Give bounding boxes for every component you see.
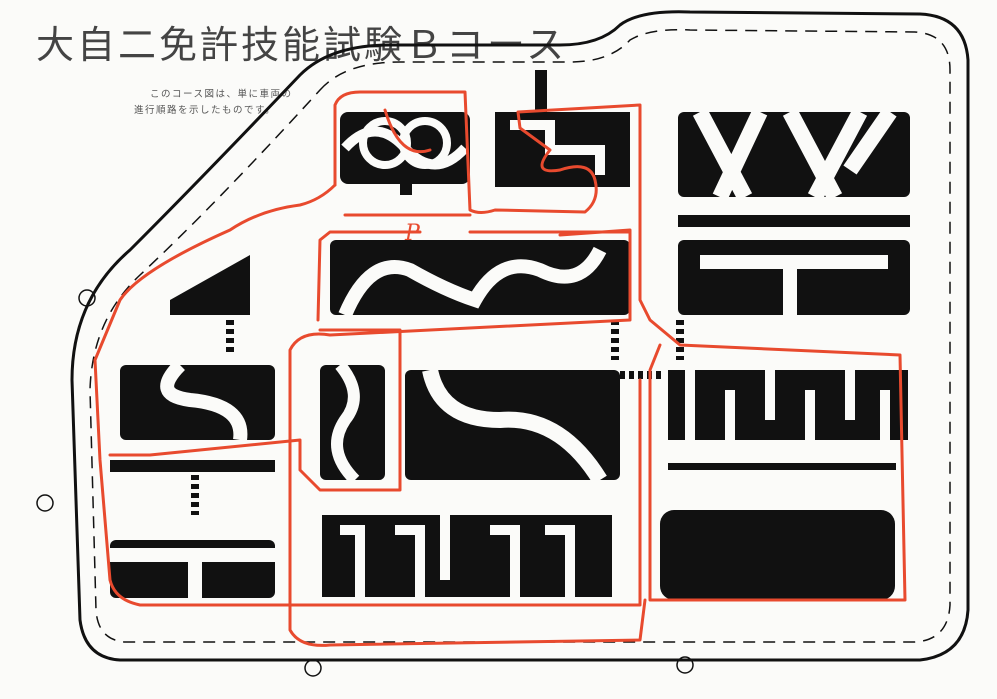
bottom-right-block (660, 510, 895, 600)
t-block-right-upper (678, 215, 910, 315)
route-marker-p: P (405, 221, 420, 246)
figure-eight-block (340, 112, 470, 195)
slalom-block-top-right (678, 107, 910, 201)
boundary-markers (36, 289, 694, 677)
course-note-line-2: 進行順路を示したものです。 (134, 105, 277, 116)
crank-blocks-bottom (322, 515, 612, 597)
crank-block (495, 70, 630, 187)
crosswalk-markings (191, 320, 684, 515)
course-note-line-1: このコース図は、単に車両の (150, 89, 293, 100)
s-curve-block-center (405, 368, 620, 485)
narrow-road-block (668, 370, 908, 470)
s-curve-block-upper (330, 240, 630, 318)
triangle-block (170, 255, 250, 315)
s-curve-block-left (120, 360, 275, 441)
s-curve-block-narrow (320, 361, 385, 485)
route-path (93, 90, 907, 647)
t-block-bottom-left (110, 460, 275, 598)
course-inner-boundary (89, 28, 951, 643)
course-outer-boundary (70, 10, 970, 662)
